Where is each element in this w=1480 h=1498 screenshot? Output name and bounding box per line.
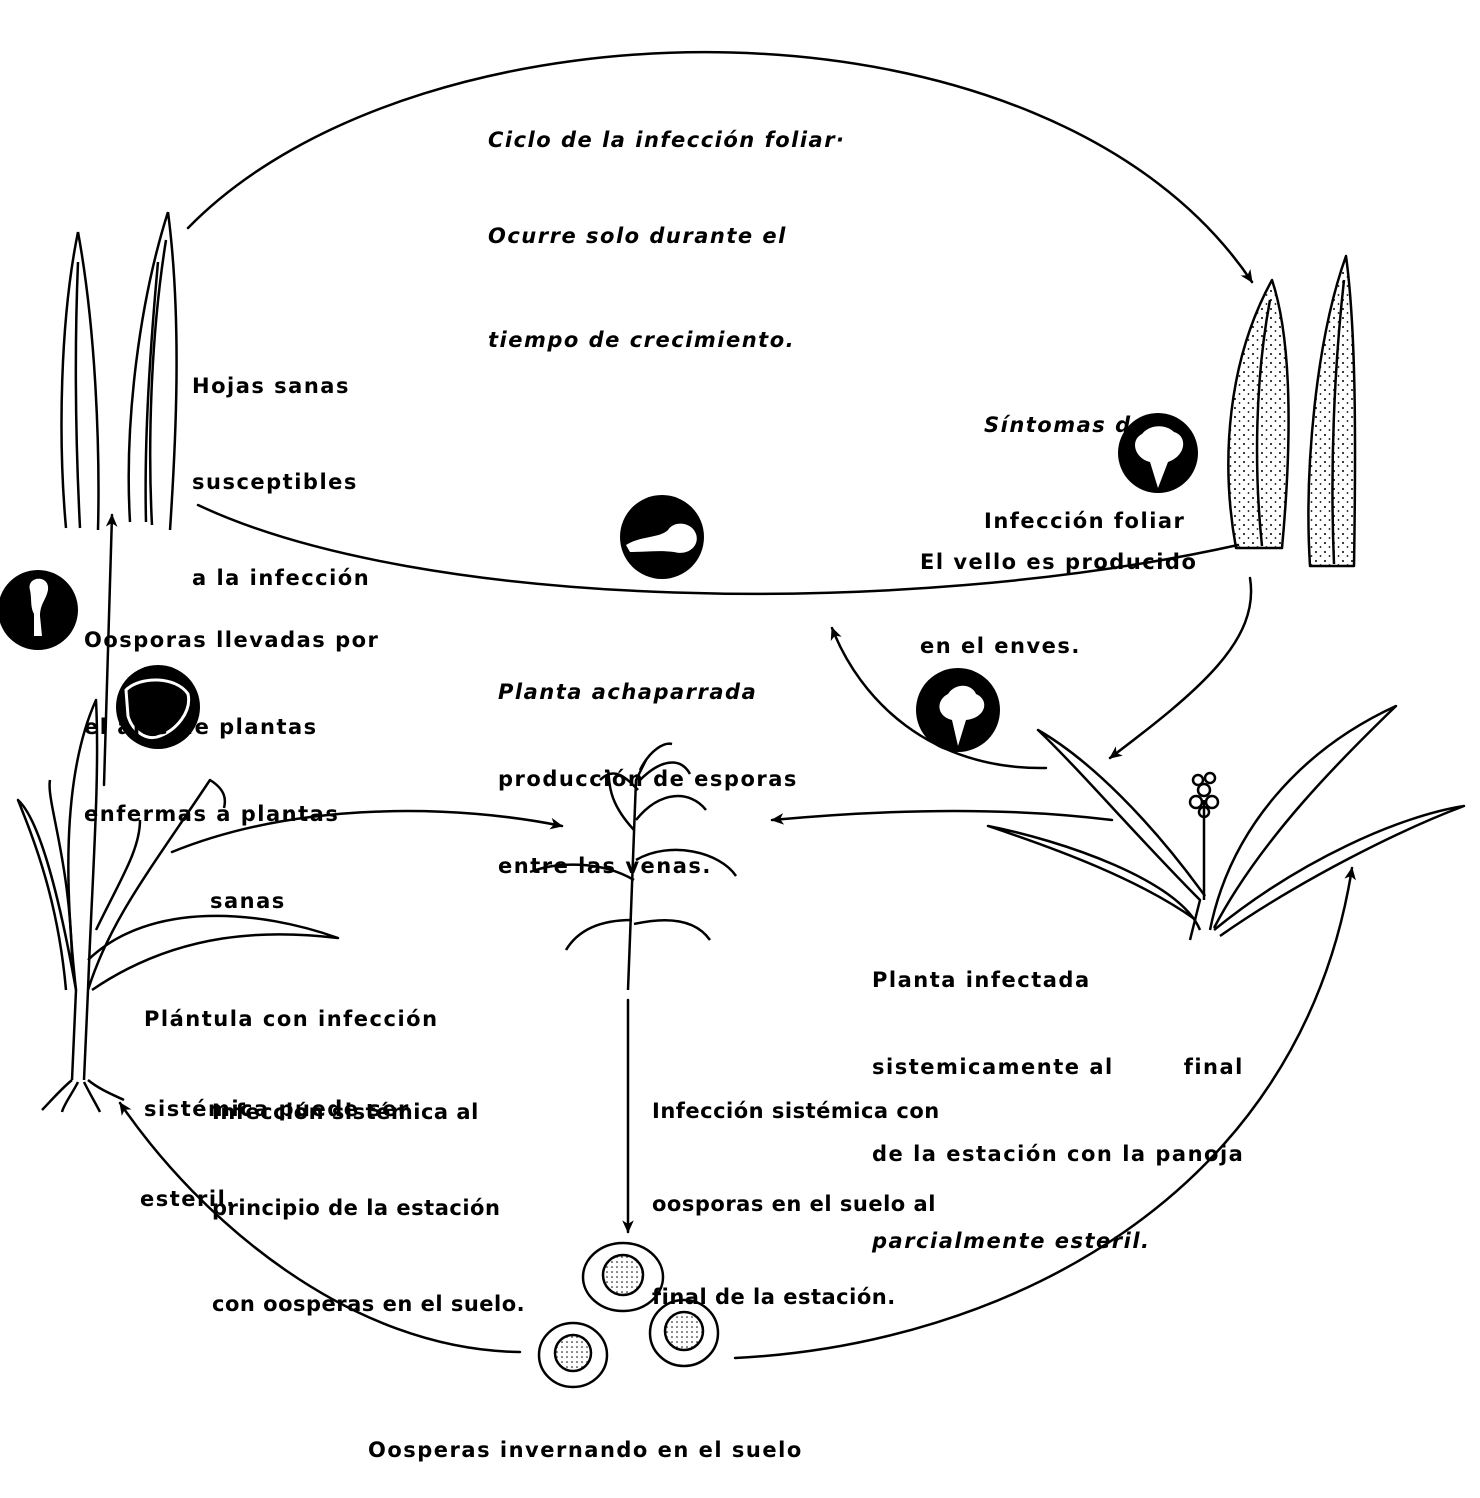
label-line: en el enves. xyxy=(920,632,1197,660)
circle-germinating-spore-icon xyxy=(620,495,704,579)
label-airborne-oospores: Oosporas llevadas por el aire de plantas… xyxy=(84,568,379,945)
label-stunted-plant: Planta achaparrada producción de esporas… xyxy=(498,620,798,910)
label-line: Infección sistémica con xyxy=(652,1096,940,1127)
label-overwintering: Oosperas invernando en el suelo xyxy=(368,1370,803,1498)
label-line: Ciclo de la infección foliar· xyxy=(488,124,846,156)
label-line: Planta infectada xyxy=(872,966,1244,995)
label-line: Planta achaparrada xyxy=(498,678,798,707)
label-line: tiempo de crecimiento. xyxy=(488,324,846,356)
label-line: final de la estación. xyxy=(652,1282,940,1313)
arrow-late-plant-to-stunted xyxy=(772,811,1112,820)
label-line: final xyxy=(1114,1055,1244,1079)
label-line: Plántula con infección xyxy=(144,1004,439,1034)
label-line: con oosperas en el suelo. xyxy=(212,1288,525,1320)
label-line: sanas xyxy=(84,887,379,916)
label-line: entre las venas. xyxy=(498,852,798,881)
label-line: producción de esporas xyxy=(498,765,798,794)
label-line: Infección sistémica al xyxy=(212,1096,525,1128)
label-late-infection: Infección sistémica con oosporas en el s… xyxy=(652,1034,940,1344)
label-line: enfermas a plantas xyxy=(84,800,379,829)
label-line: oosporas en el suelo al xyxy=(652,1189,940,1220)
label-line: Hojas sanas xyxy=(192,370,370,402)
infected-leaves-illustration xyxy=(1228,256,1355,566)
label-line: Ocurre solo durante el xyxy=(488,220,846,252)
label-down-produced: El vello es producido en el enves. xyxy=(920,492,1197,688)
label-line: Síntomas de xyxy=(984,409,1185,441)
circle-airborne-oospore-icon xyxy=(0,570,78,650)
label-line: el aire de plantas xyxy=(84,713,379,742)
label-line: susceptibles xyxy=(192,466,370,498)
label-foliar-cycle: Ciclo de la infección foliar· Ocurre sol… xyxy=(488,60,846,388)
label-line: El vello es producido xyxy=(920,548,1197,576)
label-early-infection: Infección sistémica al principio de la e… xyxy=(212,1032,525,1352)
label-line: Oosporas llevadas por xyxy=(84,626,379,655)
healthy-leaves-illustration xyxy=(62,212,177,530)
label-line: principio de la estación xyxy=(212,1192,525,1224)
label-line: Oosperas invernando en el suelo xyxy=(368,1434,803,1466)
late-infected-plant-illustration xyxy=(988,706,1464,940)
